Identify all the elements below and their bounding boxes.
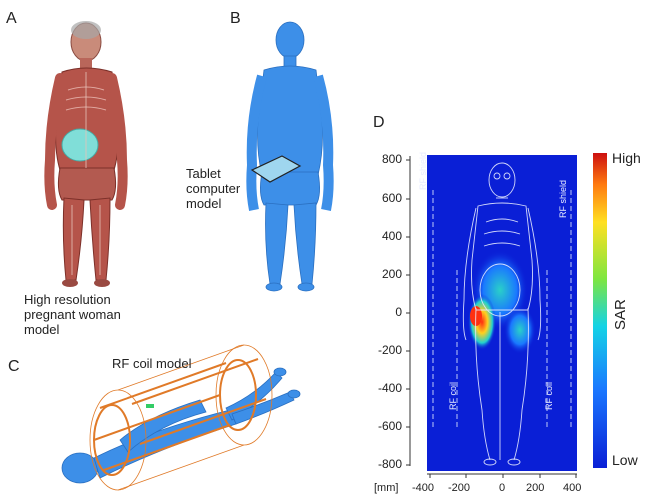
rf-shield-left-label: RF shield <box>418 152 428 190</box>
rf-coil-left-label: RF coil <box>448 382 458 410</box>
x-axis <box>427 474 577 478</box>
x-tick-label: 400 <box>563 482 581 494</box>
y-axis <box>406 156 410 466</box>
rf-shield-right-label: RF shield <box>558 180 568 218</box>
y-tick-label: -200 <box>368 343 402 357</box>
y-tick-label: -400 <box>368 381 402 395</box>
y-tick-label: 200 <box>368 267 402 281</box>
colorbar-sar-label: SAR <box>612 299 629 330</box>
colorbar-high-label: High <box>612 150 641 166</box>
x-unit-label: [mm] <box>374 482 398 494</box>
x-tick-label: 0 <box>499 482 505 494</box>
x-tick-label: -200 <box>448 482 470 494</box>
y-tick-label: 600 <box>368 191 402 205</box>
y-tick-label: 800 <box>368 152 402 166</box>
colorbar-low-label: Low <box>612 452 638 468</box>
y-tick-label: 400 <box>368 229 402 243</box>
colorbar <box>593 153 607 468</box>
x-tick-label: -400 <box>412 482 434 494</box>
y-tick-label: 0 <box>368 305 402 319</box>
x-tick-label: 200 <box>526 482 544 494</box>
y-tick-label: -800 <box>368 457 402 471</box>
y-tick-label: -600 <box>368 419 402 433</box>
rf-coil-right-label: RF coil <box>544 382 554 410</box>
